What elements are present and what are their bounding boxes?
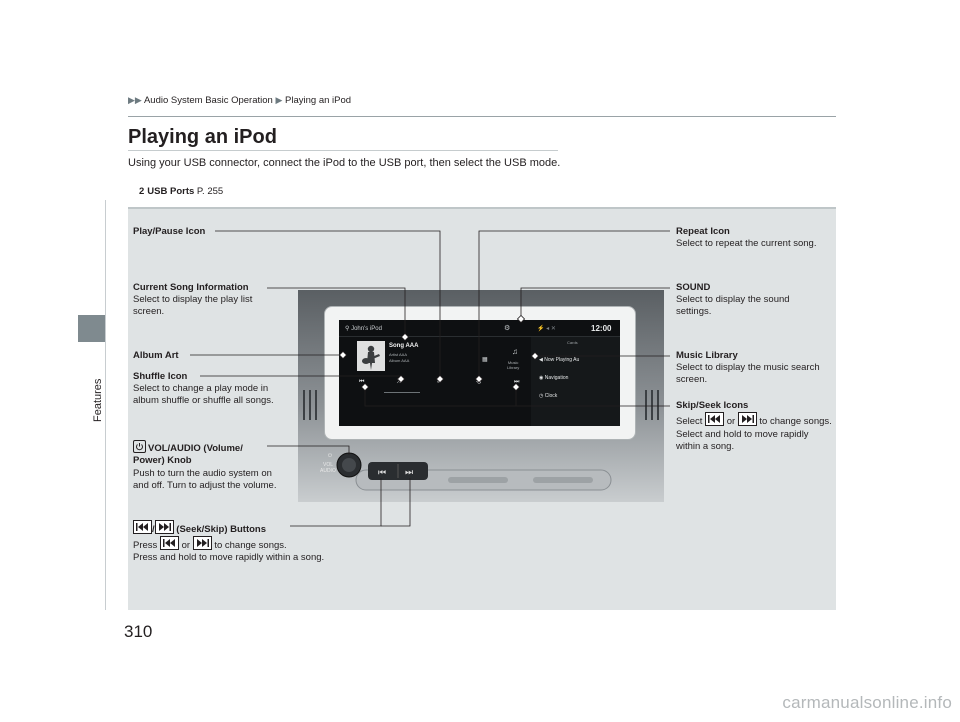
search-icon[interactable]: ▦ [482,357,488,363]
callout-repeat: Repeat Icon Select to repeat the current… [676,226,817,249]
cards-label: Cards [567,340,578,345]
callout-vol-audio-knob: VOL/AUDIO (Volume/ Power) Knob Push to t… [133,440,288,492]
callout-skip-seek-icons: Skip/Seek Icons Select or to change song… [676,400,832,452]
seek-forward-icon [192,536,212,550]
callout-current-song: Current Song Information Select to displ… [133,282,253,317]
knob-label: VOL [323,462,333,468]
reference-icon: 2 [139,186,145,197]
svg-text:AUDIO: AUDIO [320,468,336,474]
play-pause-icon[interactable]: ⏸ [437,379,441,385]
screen-source-label: ⚲ John's iPod [345,326,382,332]
seek-back-icon [705,412,725,426]
speaker-icon: ◀ [539,357,543,363]
callout-play-pause: Play/Pause Icon [133,226,206,237]
usb-icon: ⚲ [345,326,350,332]
callout-seek-buttons: / (Seek/Skip) Buttons Press or to change… [133,520,333,564]
home-side-panel [531,337,620,426]
sidebar [0,0,105,722]
screen-top-rule [339,336,620,337]
callout-album-art: Album Art [133,350,179,361]
sidebar-divider [105,200,106,610]
settings-gear-icon[interactable]: ⚙ [504,325,511,332]
power-icon [133,440,146,453]
shuffle-icon[interactable]: ⤨ [396,379,401,385]
watermark: carmanualsonline.info [782,693,952,712]
svg-text:⏭: ⏭ [405,468,413,478]
skip-back-icon[interactable]: ⏮ [359,379,365,385]
callout-sound: SOUND Select to display the sound settin… [676,282,790,317]
page-number: 310 [124,622,153,641]
guitarist-icon [362,345,380,370]
page-title: Playing an iPod [128,126,277,148]
navigation-icon: ◉ [539,375,544,381]
music-library-icon[interactable]: ♫ [512,347,518,356]
breadcrumb-item[interactable]: Audio System Basic Operation [143,95,273,106]
status-icons: ⚡ ◂ ✕ [537,326,556,332]
clock-display: 12:00 [591,324,612,333]
seek-forward-icon [154,520,174,534]
diagram-panel-top-border [128,207,836,209]
progress-bar [384,392,420,393]
breadcrumb-arrow-icon: ▶▶ [128,95,142,105]
menu-item-navigation[interactable]: ◉ Navigation [539,375,569,381]
svg-text:⏮: ⏮ [378,468,386,478]
seek-back-icon [159,536,179,550]
audio-screen: ⚲ John's iPod ⚙ ⚡ ◂ ✕ 12:00 Song AAA Art… [339,320,620,426]
intro-text: Using your USB connector, connect the iP… [128,157,561,169]
breadcrumb-item[interactable]: Playing an iPod [285,95,352,106]
skip-forward-icon[interactable]: ⏭ [514,379,520,385]
album-name: Album AAA [389,358,410,363]
artist-name: Artist AAA [389,352,408,357]
seek-back-icon [133,520,152,534]
breadcrumb: ▶▶ Audio System Basic Operation ▶ Playin… [128,95,351,106]
song-title[interactable]: Song AAA [389,343,419,349]
callout-music-library: Music Library Select to display the musi… [676,350,820,385]
svg-text:⏻: ⏻ [328,453,332,459]
album-art[interactable] [357,341,385,371]
callout-shuffle: Shuffle Icon Select to change a play mod… [133,371,274,406]
repeat-icon[interactable]: ⟲ [476,380,482,386]
breadcrumb-arrow-icon: ▶ [275,95,283,105]
seek-forward-icon [737,412,757,426]
menu-item-now-playing[interactable]: ◀ Now Playing Au [539,357,580,363]
menu-item-clock[interactable]: ◷ Clock [539,393,558,399]
section-tab-marker [78,315,105,342]
header-rule [128,116,836,117]
clock-icon: ◷ [539,393,544,399]
title-rule [128,150,558,151]
